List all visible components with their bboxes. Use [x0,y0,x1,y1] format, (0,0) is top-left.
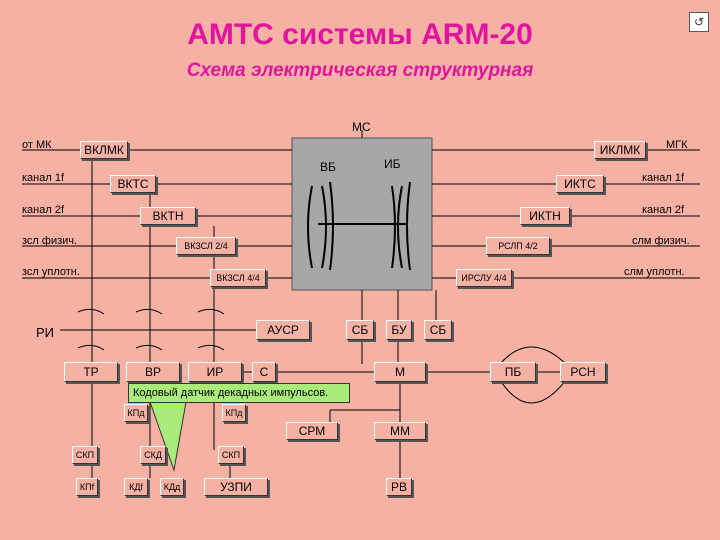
block-iklmk: ИКЛМК [594,141,646,159]
page-title: АМТС системы ARM-20 [187,18,533,51]
block-ir: ИР [188,362,242,382]
block-vkzsl-4-4: ВКЗСЛ 4/4 [210,269,266,287]
return-icon[interactable]: ↺ [689,12,709,32]
block-irslu-4-4: ИРСЛУ 4/4 [456,269,512,287]
switch-links [307,181,411,271]
block-vktn: ВКТН [140,207,196,225]
label-vb: ВБ [320,160,336,174]
block-vkzsl-2-4: ВКЗСЛ 2/4 [176,237,236,255]
block-vklmk: ВКЛМК [80,141,128,159]
block-ikts: ИКТС [556,175,604,193]
block-bu: БУ [386,320,412,340]
callout-decade-pulse-sensor: Кодовый датчик декадных импульсов. [128,383,350,403]
block-vr: ВР [126,362,180,382]
connection-lines [22,130,700,478]
label-slm-physical: слм физич. [632,235,690,247]
block-kdd: КДд [160,478,184,496]
block-kpd-2: КПд [222,404,246,422]
block-c: С [252,362,276,382]
block-sb-2: СБ [424,320,452,340]
block-vkts: ВКТС [110,175,156,193]
block-uzpi: УЗПИ [204,478,268,496]
block-skp-2: СКП [218,446,244,464]
block-ausr: АУСР [256,320,310,340]
label-ms: МС [352,120,371,134]
block-sb-1: СБ [346,320,374,340]
label-channel-2f-left: канал 2f [22,204,65,216]
label-from-mk: от МК [22,139,52,151]
block-tr: ТР [64,362,118,382]
label-slm-multiplexed: слм уплотн. [624,266,685,278]
switch-field [291,137,433,291]
block-m: М [374,362,426,382]
block-pb: ПБ [490,362,536,382]
block-kdf: КДf [124,478,148,496]
label-ri: РИ [36,325,55,340]
block-srm: СРМ [286,422,338,440]
block-rv: РВ [386,478,412,496]
block-skp-1: СКП [72,446,98,464]
page-subtitle: Схема электрическая структурная [186,60,534,81]
label-ib: ИБ [384,157,401,171]
label-channel-2f-right: канал 2f [642,204,685,216]
block-rsn: РСН [560,362,606,382]
label-channel-1f-left: канал 1f [22,172,65,184]
label-channel-1f-right: канал 1f [642,172,685,184]
block-skd: СКД [140,446,166,464]
label-zsl-multiplexed: зсл уплотн. [22,266,80,278]
block-rslp-4-2: РСЛП 4/2 [486,237,550,255]
block-iktn: ИКТН [520,207,570,225]
block-kpd-1: КПд [124,404,148,422]
block-mm: ММ [374,422,426,440]
label-zsl-physical: зсл физич. [22,235,78,247]
block-kpf: КПf [76,478,98,496]
label-mgk: МГК [666,139,688,151]
